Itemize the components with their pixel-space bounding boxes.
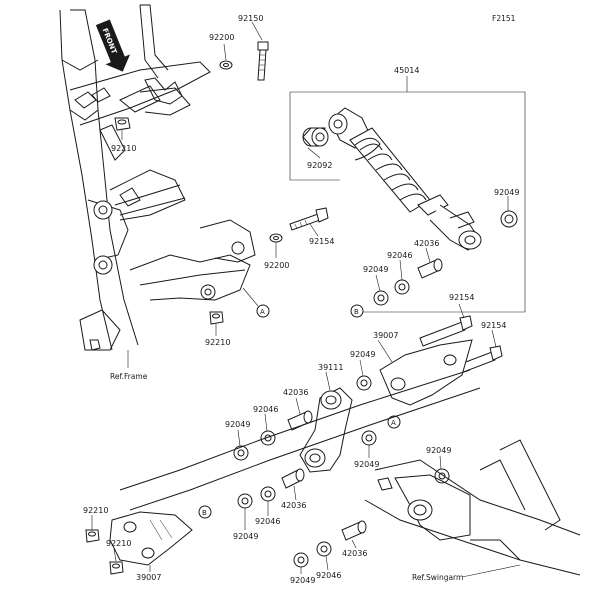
leader-92046-upper: [399, 259, 403, 281]
front-arrow-badge: FRONT: [95, 19, 131, 72]
leader-92200-top: [223, 43, 227, 61]
leader-39111: [325, 371, 331, 391]
svg-text:B: B: [354, 308, 359, 316]
plate-39007-lower: [109, 511, 193, 566]
bushing-92046-upper: [394, 279, 410, 295]
washer-92200-top: [219, 60, 233, 70]
rocker-arm-39111: [299, 387, 353, 473]
leader-92049-d: [237, 429, 241, 447]
collar-42036-upper: [417, 258, 443, 279]
leader-92154-mid: [309, 223, 319, 237]
leader-92049-b: [375, 274, 381, 292]
part-number-label: 92049: [233, 532, 258, 541]
bolt-92154-right-upper: [419, 315, 473, 347]
seal-92049-bottom: [293, 552, 309, 568]
nut-92210-upper: [114, 117, 131, 131]
part-number-label: 92092: [307, 161, 332, 170]
leader-92150: [251, 21, 263, 41]
part-number-label: 92049: [290, 576, 315, 585]
callout-a-lower: A: [387, 415, 401, 429]
callout-a-upper: A: [256, 304, 270, 318]
svg-text:A: A: [391, 419, 396, 427]
seal-92049-lower-left: [237, 493, 253, 509]
bushing-92046-mid: [260, 430, 276, 446]
part-number-label: 92154: [481, 321, 506, 330]
leader-42036-lower-right: [351, 539, 357, 549]
bushing-92046-lower-right: [316, 541, 332, 557]
part-number-label: 42036: [281, 501, 306, 510]
part-number-label: 92046: [255, 517, 280, 526]
part-number-label: 42036: [283, 388, 308, 397]
washer-92200-mid: [269, 233, 283, 243]
leader-92046-mid: [264, 413, 268, 432]
seal-92049-shock-right: [500, 210, 518, 228]
seal-92049-center: [361, 430, 377, 446]
leader-92049-f: [439, 455, 442, 470]
seal-92049-mid-right: [356, 375, 372, 391]
part-number-label: 92046: [387, 251, 412, 260]
seal-92049-upper-left: [373, 290, 389, 306]
part-number-label: 92200: [209, 33, 234, 42]
svg-text:A: A: [260, 308, 265, 316]
part-number-label: 92049: [350, 350, 375, 359]
part-number-label: 92046: [253, 405, 278, 414]
leader-ref-swingarm: [461, 564, 521, 578]
part-number-label: 92200: [264, 261, 289, 270]
bolt-92150: [257, 41, 269, 81]
collar-42036-lower-right: [341, 520, 367, 541]
part-number-label: 39111: [318, 363, 343, 372]
frame-drawing: [59, 4, 256, 351]
part-number-label: 39007: [136, 573, 161, 582]
nut-92210-lower-2: [109, 561, 124, 575]
shock-absorber: [328, 107, 482, 251]
part-number-label: 92046: [316, 571, 341, 580]
assembly-box-45014: [289, 76, 526, 313]
part-number-label: 92210: [205, 338, 230, 347]
callout-b-lower: B: [198, 505, 212, 519]
part-number-label: 92210: [111, 144, 136, 153]
nut-92210-mid: [209, 311, 224, 325]
leader-92049-c: [359, 359, 364, 377]
bolt-92154-mid: [289, 207, 329, 231]
leader-42036-upper: [425, 247, 431, 263]
part-number-label: 42036: [414, 239, 439, 248]
leader-92046-lower-right: [325, 555, 329, 571]
leader-39007-upper: [377, 339, 393, 363]
part-number-label: 92154: [309, 237, 334, 246]
part-number-label: 92049: [426, 446, 451, 455]
swingarm-member: [119, 369, 581, 576]
seal-92049-mid-left: [233, 445, 249, 461]
part-number-label: 92049: [225, 420, 250, 429]
part-number-label: 92049: [354, 460, 379, 469]
figure-id: F2151: [492, 14, 516, 23]
nut-92210-lower-1: [85, 529, 100, 543]
part-number-label: 92210: [106, 539, 131, 548]
part-number-label: 92049: [494, 188, 519, 197]
leader-42036-lower-left: [293, 485, 297, 501]
part-number-label: 92210: [83, 506, 108, 515]
bushing-92046-lower-left: [260, 486, 276, 502]
part-number-label: 42036: [342, 549, 367, 558]
ref-frame-label: Ref.Frame: [110, 372, 148, 381]
leader-92154-r1: [458, 303, 465, 319]
callout-b-upper: B: [350, 304, 364, 318]
part-number-label: 39007: [373, 331, 398, 340]
plate-39007-upper: [379, 339, 473, 406]
ref-swingarm-label: Ref.Swingarm: [412, 573, 463, 582]
part-number-label: 92150: [238, 14, 263, 23]
leader-92154-r2: [491, 329, 497, 348]
part-number-label: 92154: [449, 293, 474, 302]
assembly-number-label: 45014: [394, 66, 419, 75]
collar-42036-lower-left: [281, 468, 305, 489]
leader-92210-lower-2: [113, 548, 117, 562]
leader-42036-mid: [295, 397, 301, 415]
leader-92092: [307, 147, 321, 159]
part-number-label: 92049: [363, 265, 388, 274]
bushing-92092: [302, 127, 329, 147]
svg-text:B: B: [202, 509, 207, 517]
leader-callout-a-upper: [242, 287, 259, 307]
